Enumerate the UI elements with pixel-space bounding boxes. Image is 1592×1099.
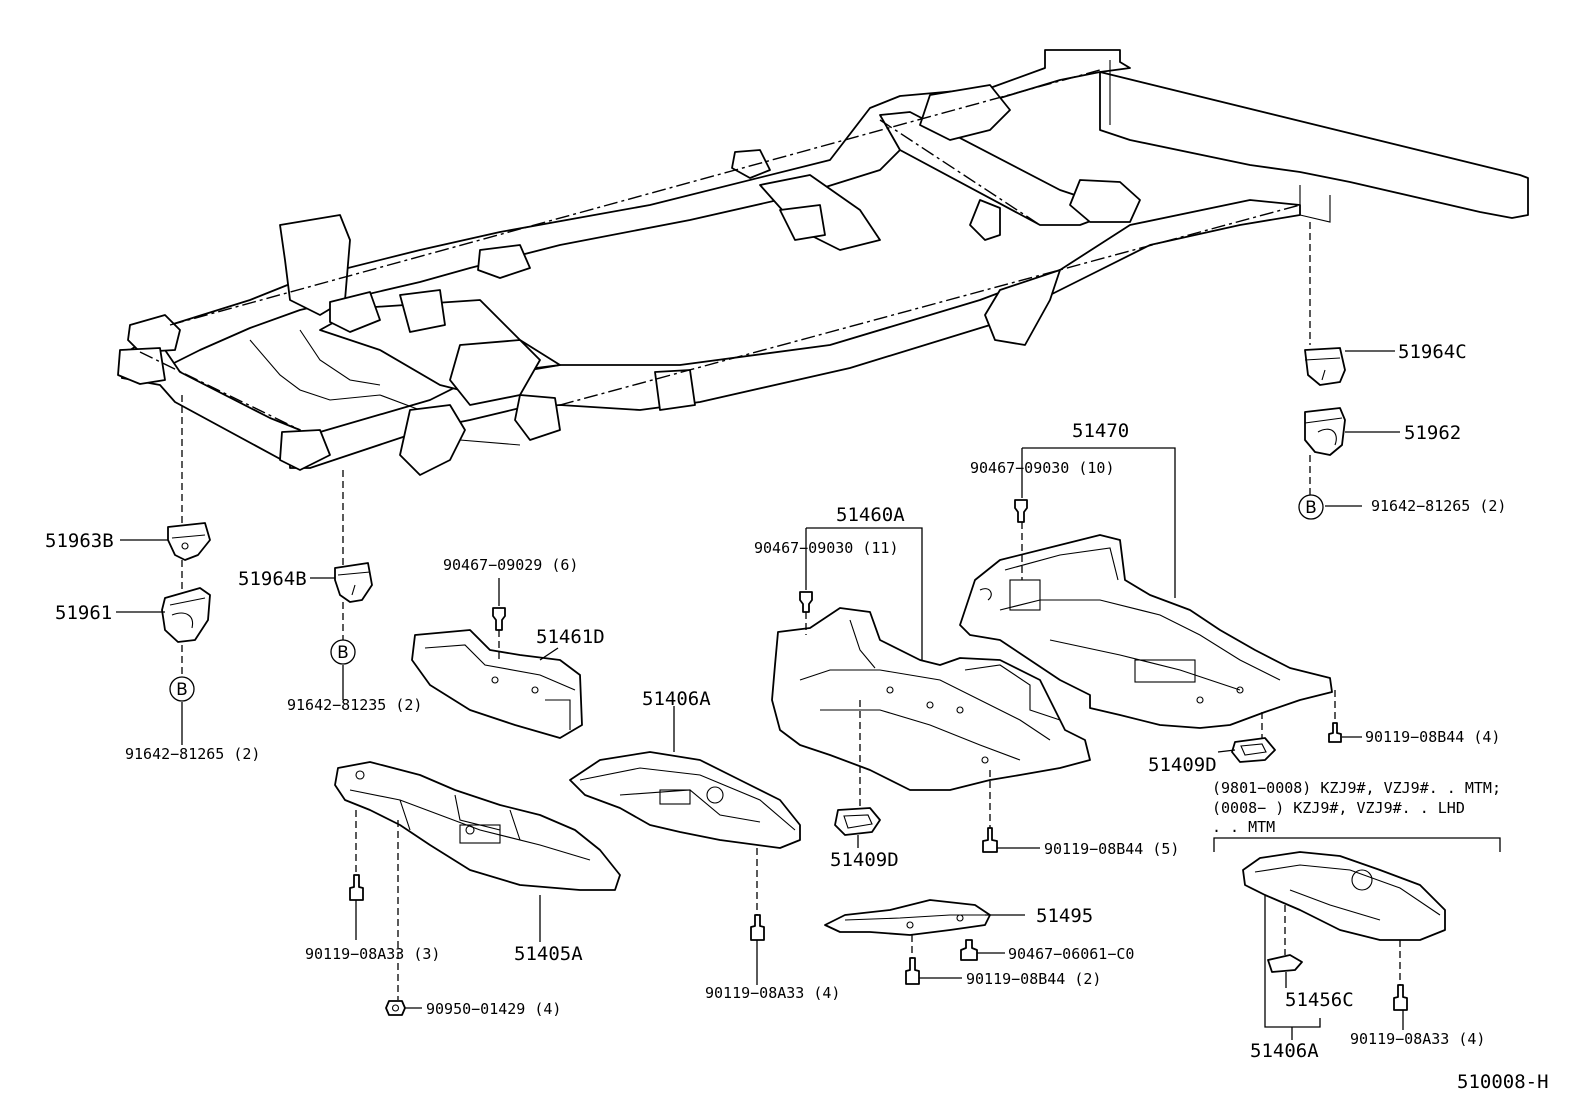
plate-51406A-right xyxy=(1242,851,1446,941)
label-51406A-right: 51406A xyxy=(1250,1040,1319,1062)
label-90119-08A33-3: 90119−08A33 (3) xyxy=(305,945,440,963)
clip-icon xyxy=(492,607,506,631)
label-91642-81265-right: 91642−81265 (2) xyxy=(1371,497,1506,515)
label-90119-08A33-4-center: 90119−08A33 (4) xyxy=(705,984,840,1002)
plate-51406A-center xyxy=(569,751,801,849)
note-line-1: (9801−0008) KZJ9#, VZJ9#. . MTM; xyxy=(1212,779,1501,797)
nut-icon xyxy=(385,1000,406,1016)
label-90119-08A33-4-right: 90119−08A33 (4) xyxy=(1350,1030,1485,1048)
label-51406A-center: 51406A xyxy=(642,688,711,710)
plate-51456C xyxy=(1267,954,1303,973)
marker-letter: B xyxy=(337,643,349,663)
bracket-51964C xyxy=(1304,347,1346,386)
label-51461D: 51461D xyxy=(536,626,605,648)
reference-marker-b-right: B xyxy=(1298,494,1324,520)
marker-letter: B xyxy=(1305,498,1317,518)
bracket-51961 xyxy=(161,587,211,643)
note-line-3: . . MTM xyxy=(1212,818,1275,836)
label-90467-06061-C0: 90467−06061−C0 xyxy=(1008,945,1134,963)
label-51495: 51495 xyxy=(1036,905,1093,927)
plate-51461D xyxy=(411,629,583,739)
bolt-icon xyxy=(1393,984,1408,1011)
clip-icon xyxy=(960,939,978,961)
label-51405A: 51405A xyxy=(514,943,583,965)
reference-marker-b-left-lower: B xyxy=(169,676,195,702)
label-90467-09030-11: 90467−09030 (11) xyxy=(754,539,899,557)
label-51470: 51470 xyxy=(1072,420,1129,442)
label-51961: 51961 xyxy=(55,602,112,624)
clip-icon xyxy=(1014,499,1028,523)
reference-marker-b-left-upper: B xyxy=(330,639,356,665)
marker-letter: B xyxy=(176,680,188,700)
fastener-labels: 91642−81265 (2) 91642−81235 (2) 91642−81… xyxy=(125,459,1506,1048)
plate-51495 xyxy=(824,899,991,936)
label-51964B: 51964B xyxy=(238,568,307,590)
label-51460A: 51460A xyxy=(836,504,905,526)
label-91642-81265-left: 91642−81265 (2) xyxy=(125,745,260,763)
label-51963B: 51963B xyxy=(45,530,114,552)
clip-icon xyxy=(799,591,813,613)
label-90950-01429-4: 90950−01429 (4) xyxy=(426,1000,561,1018)
plate-51470 xyxy=(959,534,1333,729)
plug-51409D-center xyxy=(834,807,881,836)
label-51409D-right: 51409D xyxy=(1148,754,1217,776)
part-labels: 51963B 51961 51964B 51964C 51962 51470 5… xyxy=(45,341,1467,1062)
label-51964C: 51964C xyxy=(1398,341,1467,363)
label-90119-08B44-5: 90119−08B44 (5) xyxy=(1044,840,1179,858)
label-90467-09030-10: 90467−09030 (10) xyxy=(970,459,1115,477)
plug-51409D-right xyxy=(1231,737,1276,763)
leader-lines xyxy=(116,222,1501,1040)
note-line-2: (0008− ) KZJ9#, VZJ9#. . LHD xyxy=(1212,799,1465,817)
label-90119-08B44-4: 90119−08B44 (4) xyxy=(1365,728,1500,746)
bolt-icon xyxy=(349,874,364,901)
label-51456C: 51456C xyxy=(1285,989,1354,1011)
applicability-notes: (9801−0008) KZJ9#, VZJ9#. . MTM; (0008− … xyxy=(1212,779,1501,836)
bracket-51962 xyxy=(1304,407,1346,456)
bracket-51963B xyxy=(167,522,211,561)
bolt-icon xyxy=(905,957,920,985)
vehicle-frame xyxy=(117,49,1529,476)
bolt-icon xyxy=(750,914,765,941)
label-90467-09029-6: 90467−09029 (6) xyxy=(443,556,578,574)
plate-51460A xyxy=(771,607,1091,791)
diagram-id: 510008-H xyxy=(1457,1071,1549,1093)
label-90119-08B44-2: 90119−08B44 (2) xyxy=(966,970,1101,988)
plate-51405A xyxy=(334,761,621,891)
bolt-icon xyxy=(982,827,998,853)
label-91642-81235: 91642−81235 (2) xyxy=(287,696,422,714)
bracket-51964B xyxy=(334,562,373,603)
label-51409D-center: 51409D xyxy=(830,849,899,871)
label-51962: 51962 xyxy=(1404,422,1461,444)
bolt-icon xyxy=(1328,722,1342,743)
fastener-icons xyxy=(349,499,1408,1016)
